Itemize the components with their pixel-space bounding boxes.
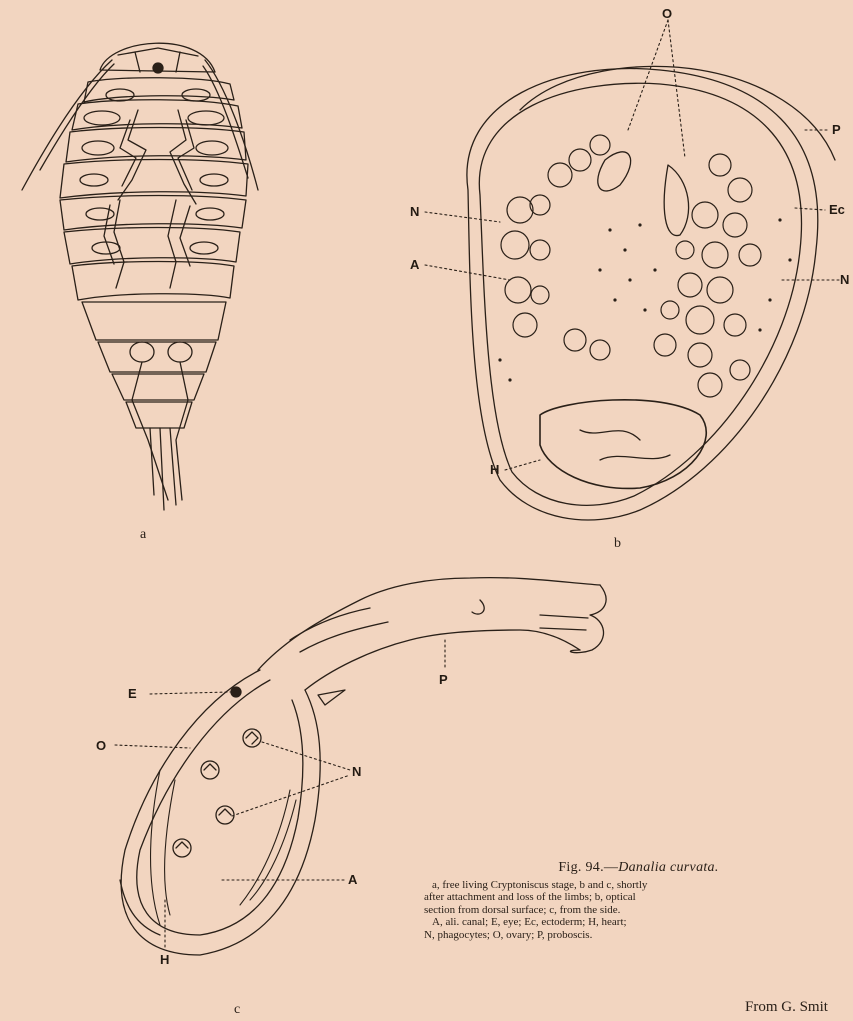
- label-b-o: O: [662, 6, 672, 21]
- illustration-b-section: [425, 20, 840, 520]
- illustration-a-larva: [22, 43, 258, 510]
- label-b-h: H: [490, 462, 499, 477]
- label-c-o: O: [96, 738, 106, 753]
- label-c-h: H: [160, 952, 169, 967]
- label-b-n-right: N: [840, 272, 849, 287]
- label-b-ec: Ec: [829, 202, 845, 217]
- figure-caption: Fig. 94.—Danalia curvata. a, free living…: [424, 862, 853, 942]
- label-b-a: A: [410, 257, 419, 272]
- caption-line-3: section from dorsal surface; c, from the…: [424, 904, 853, 917]
- label-b-p: P: [832, 122, 841, 137]
- label-b-n-left: N: [410, 204, 419, 219]
- label-c-p: P: [439, 672, 448, 687]
- caption-fig-prefix: Fig. 94.—: [558, 860, 618, 875]
- panel-label-a: a: [140, 527, 146, 543]
- label-c-n: N: [352, 764, 361, 779]
- caption-line-2: after attachment and loss of the limbs; …: [424, 891, 853, 904]
- caption-credit: From G. Smit: [745, 999, 828, 1016]
- label-c-e: E: [128, 686, 137, 701]
- panel-label-c: c: [234, 1002, 240, 1018]
- caption-title: Fig. 94.—Danalia curvata.: [424, 862, 853, 875]
- label-c-a: A: [348, 872, 357, 887]
- caption-line-1: a, free living Cryptoniscus stage, b and…: [424, 879, 853, 892]
- caption-line-4: A, ali. canal; E, eye; Ec, ectoderm; H, …: [424, 916, 853, 929]
- caption-species-name: Danalia curvata.: [618, 860, 718, 875]
- caption-line-5: N, phagocytes; O, ovary; P, proboscis.: [424, 929, 853, 942]
- panel-label-b: b: [614, 536, 621, 552]
